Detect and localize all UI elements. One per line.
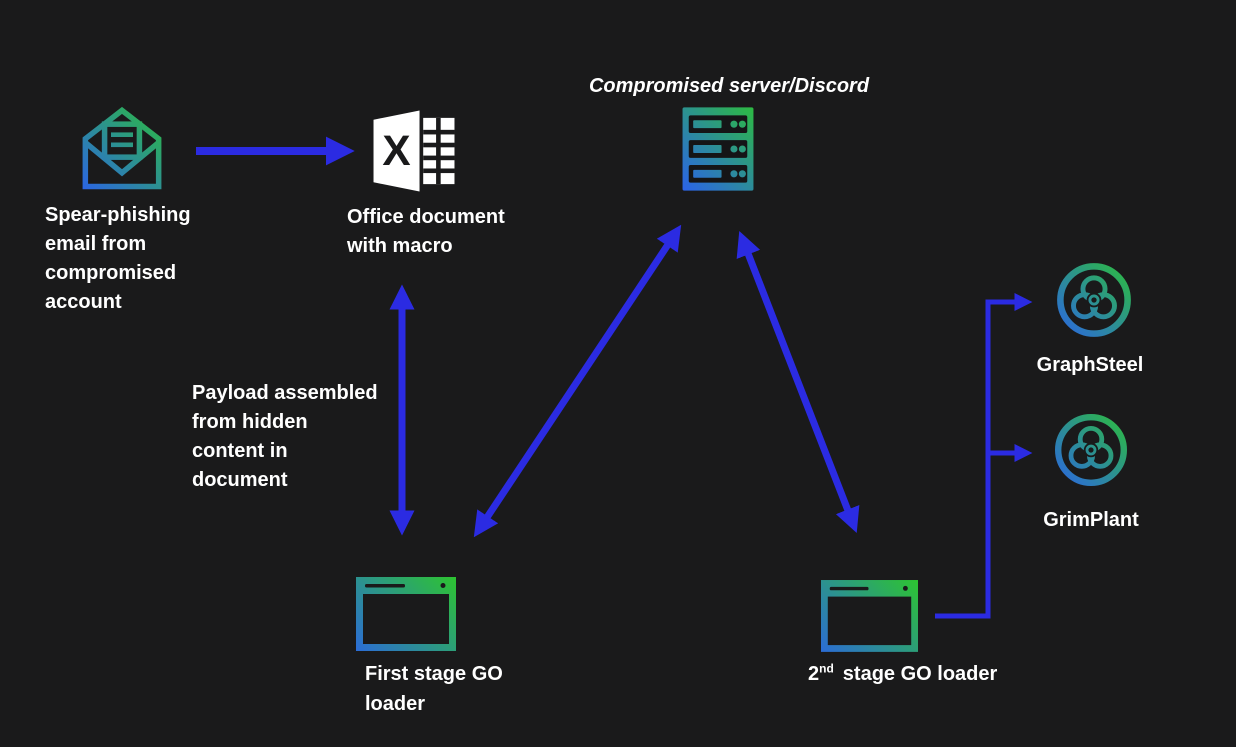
label-rest: stage GO loader xyxy=(842,663,998,685)
first-stage-loader-label: First stage GO loader xyxy=(365,659,503,719)
svg-text:X: X xyxy=(382,127,410,174)
grimplant-label: GrimPlant xyxy=(1043,509,1139,531)
email-node-label: Spear-phishing email from compromised ac… xyxy=(45,201,191,317)
label-line: Office document xyxy=(347,206,505,228)
label-line: loader xyxy=(365,693,426,715)
arrow-first-loader-to-server xyxy=(473,224,682,538)
server-rack-icon xyxy=(682,107,754,191)
label-line: email from xyxy=(45,233,147,255)
ordinal-suffix: nd xyxy=(819,661,834,676)
biohazard-icon xyxy=(1055,414,1127,486)
payload-note-label: Payload assembled from hidden content in… xyxy=(192,379,378,495)
label-line: content in xyxy=(192,440,288,462)
graphsteel-label: GraphSteel xyxy=(1036,354,1144,376)
label-line: account xyxy=(45,291,122,313)
server-node-label: Compromised server/Discord xyxy=(588,75,870,97)
second-stage-loader-label: 2nd stage GO loader xyxy=(808,660,997,689)
arrow-server-to-second-loader xyxy=(736,230,860,534)
label-line: from hidden xyxy=(192,411,308,433)
label-line: Payload assembled xyxy=(192,382,378,404)
second-stage-loader-window-icon xyxy=(821,580,918,652)
open-email-envelope-icon xyxy=(82,106,162,190)
label-line: compromised xyxy=(45,262,177,284)
excel-document-icon: X xyxy=(373,110,455,192)
biohazard-icon xyxy=(1057,263,1131,337)
connector-second-loader-to-graphsteel xyxy=(935,293,1033,619)
first-stage-loader-window-icon xyxy=(356,577,456,651)
office-document-label: Office document with macro xyxy=(347,203,505,261)
label-line: Spear-phishing xyxy=(45,204,191,226)
label-number: 2 xyxy=(808,663,820,685)
label-line: with macro xyxy=(347,235,453,257)
label-line: First stage GO xyxy=(365,663,503,685)
label-line: document xyxy=(192,469,288,491)
